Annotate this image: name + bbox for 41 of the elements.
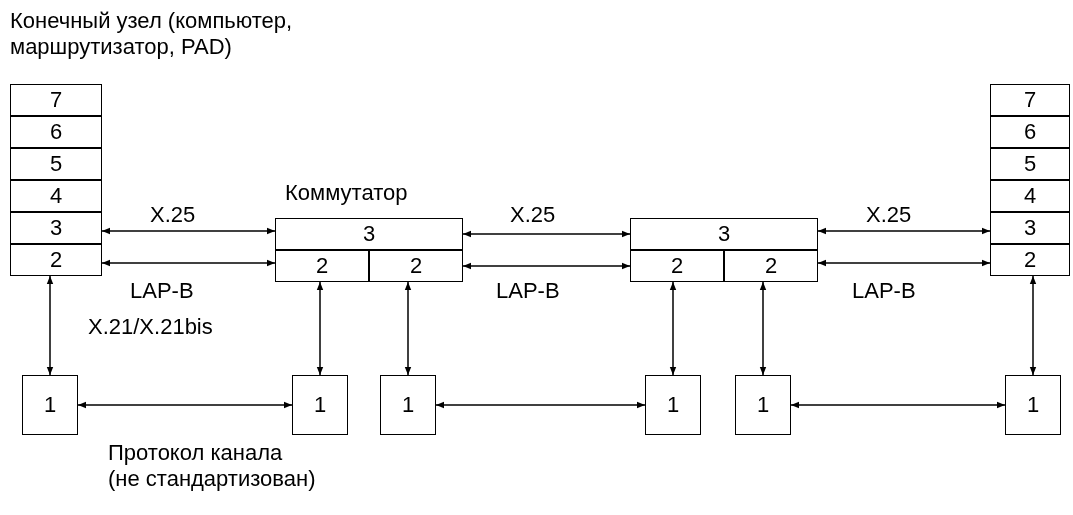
double-arrow — [1029, 275, 1037, 376]
layer-box: 2 — [630, 250, 724, 282]
layer-box: 3 — [630, 218, 818, 250]
double-arrow — [316, 281, 324, 376]
double-arrow — [817, 227, 991, 235]
layer-box: 3 — [10, 212, 102, 244]
layer-box: 1 — [22, 375, 78, 435]
layer-box: 1 — [292, 375, 348, 435]
layer-box: 1 — [380, 375, 436, 435]
double-arrow — [462, 230, 631, 238]
layer-box: 4 — [990, 180, 1070, 212]
double-arrow — [759, 281, 767, 376]
node-heading: Конечный узел (компьютер, маршрутизатор, PAD) — [10, 8, 294, 60]
layer-box: 2 — [10, 244, 102, 276]
double-arrow — [669, 281, 677, 376]
switch-caption: Коммутатор — [285, 180, 408, 206]
layer-box: 3 — [990, 212, 1070, 244]
layer-box: 7 — [990, 84, 1070, 116]
layer-box: 4 — [10, 180, 102, 212]
layer-box: 3 — [275, 218, 463, 250]
layer-box: 2 — [990, 244, 1070, 276]
double-arrow — [817, 259, 991, 267]
layer-box: 5 — [990, 148, 1070, 180]
layer-box: 2 — [369, 250, 463, 282]
double-arrow — [435, 401, 646, 409]
layer-box: 6 — [990, 116, 1070, 148]
double-arrow — [101, 227, 276, 235]
double-arrow — [462, 262, 631, 270]
double-arrow — [46, 275, 54, 376]
layer-box: 2 — [275, 250, 369, 282]
layer-box: 5 — [10, 148, 102, 180]
layer-box: 1 — [735, 375, 791, 435]
layer-box: 2 — [724, 250, 818, 282]
double-arrow — [790, 401, 1006, 409]
double-arrow — [404, 281, 412, 376]
layer-box: 6 — [10, 116, 102, 148]
layer-box: 7 — [10, 84, 102, 116]
layer-box: 1 — [1005, 375, 1061, 435]
layer-box: 1 — [645, 375, 701, 435]
double-arrow — [77, 401, 293, 409]
double-arrow — [101, 259, 276, 267]
